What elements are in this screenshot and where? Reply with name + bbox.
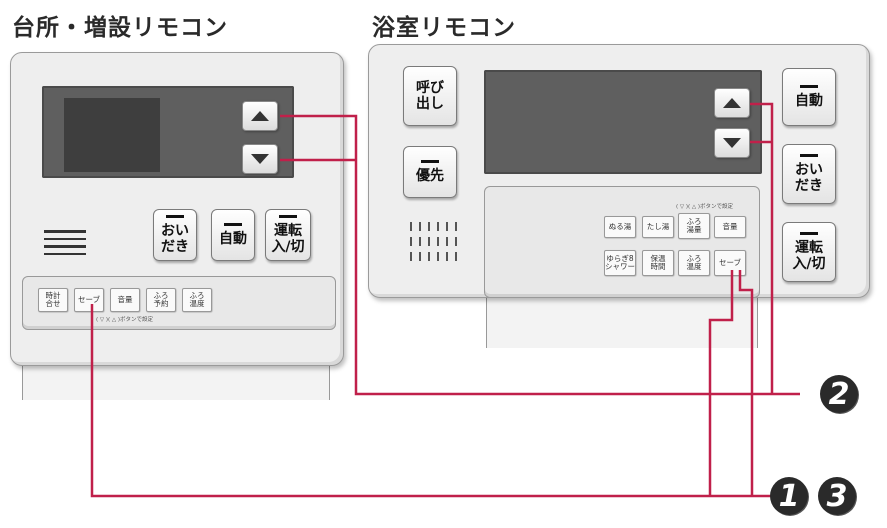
callout-badge-2: 2 (820, 375, 858, 413)
kitchen-volume-button[interactable]: 音量 (110, 288, 140, 312)
bath-bath-temp-button[interactable]: ふろ 温度 (678, 250, 710, 276)
kitchen-power-button[interactable]: 運転 入/切 (265, 209, 311, 261)
bath-call-button[interactable]: 呼び 出し (403, 66, 457, 126)
kitchen-auto-button[interactable]: 自動 (211, 209, 255, 261)
down-arrow-icon (251, 154, 269, 164)
bath-add-water-button[interactable]: たし湯 (642, 216, 674, 238)
bath-control-panel-lid[interactable] (484, 186, 760, 298)
bath-down-button[interactable] (714, 128, 750, 158)
kitchen-clock-set-button[interactable]: 時計 合せ (38, 288, 68, 312)
kitchen-down-button[interactable] (242, 144, 278, 174)
callout-line-kitchen-up (280, 114, 800, 396)
kitchen-up-button[interactable] (242, 101, 278, 131)
kitchen-bath-timer-button[interactable]: ふろ 予約 (146, 288, 176, 312)
bath-power-button[interactable]: 運転 入/切 (782, 222, 836, 282)
bath-oidaki-button[interactable]: おい だき (782, 144, 836, 204)
callout-line-kitchen-save (90, 304, 784, 498)
bath-volume-button[interactable]: 音量 (714, 216, 746, 238)
up-arrow-icon (723, 98, 741, 108)
callout-badge-3: 3 (818, 477, 856, 515)
bath-lukewarm-button[interactable]: ぬる湯 (604, 216, 636, 238)
kitchen-panel-hint: ( ▽ )( △ )ボタンで設定 (96, 317, 154, 323)
kitchen-remote-title: 台所・増設リモコン (12, 15, 228, 41)
callout-line-bath-save-b (738, 270, 754, 496)
callout-line-bath-up (750, 102, 774, 394)
callout-line-bath-save-a (708, 270, 734, 496)
bath-shower-button[interactable]: ゆらぎ8 シャワー (604, 250, 636, 276)
bath-priority-button[interactable]: 優先 (403, 146, 457, 198)
down-arrow-icon (723, 138, 741, 148)
kitchen-save-button[interactable]: セーブ (74, 288, 104, 312)
bath-panel-hint: ( ▽ )( △ )ボタンで設定 (676, 204, 734, 210)
bathroom-remote-title: 浴室リモコン (372, 15, 516, 41)
speaker-grille-icon (44, 230, 86, 255)
bath-water-level-button[interactable]: ふろ 湯量 (678, 213, 710, 239)
up-arrow-icon (251, 111, 269, 121)
kitchen-lcd-screen (64, 98, 160, 172)
bath-up-button[interactable] (714, 88, 750, 118)
kitchen-oidaki-button[interactable]: おい だき (153, 209, 197, 261)
callout-badge-1: 1 (770, 477, 808, 515)
bath-keep-warm-button[interactable]: 保温 時間 (642, 250, 674, 276)
bath-speaker-icon (410, 222, 460, 278)
kitchen-bath-temp-button[interactable]: ふろ 温度 (182, 288, 212, 312)
bath-auto-button[interactable]: 自動 (782, 68, 836, 126)
